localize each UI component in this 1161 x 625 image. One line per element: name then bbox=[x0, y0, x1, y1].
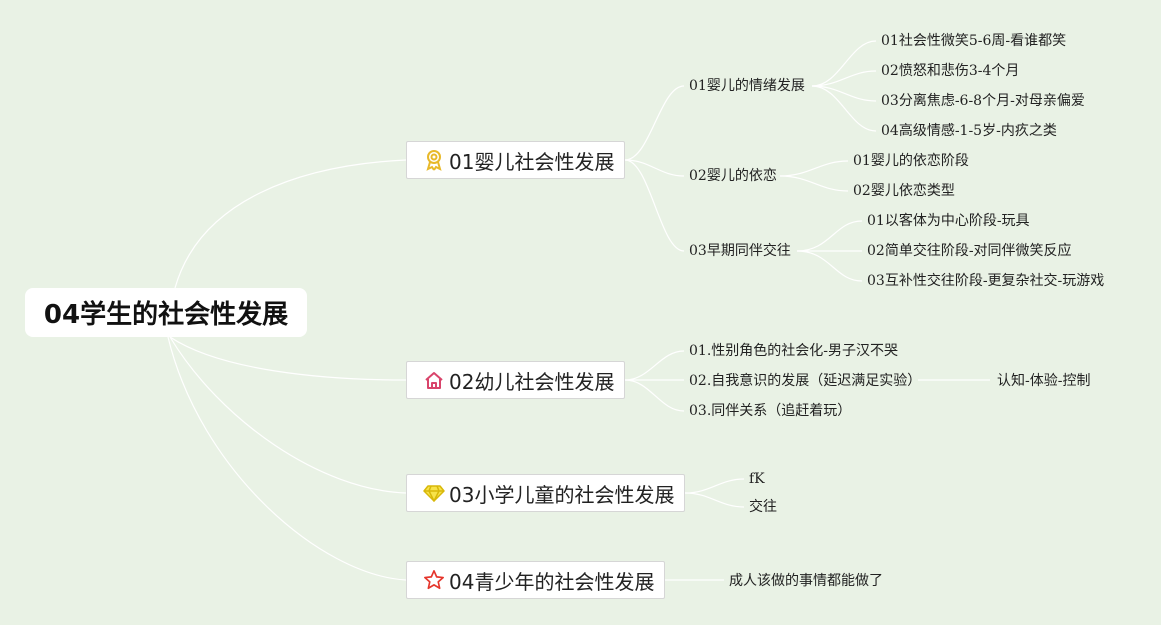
branch-adolescent-social-development[interactable]: 04青少年的社会性发展 bbox=[406, 561, 665, 599]
branch-label: 03小学儿童的社会性发展 bbox=[449, 482, 675, 507]
leaf-topic[interactable]: 04高级情感-1-5岁-内疚之类 bbox=[881, 123, 1057, 139]
leaf-topic[interactable]: 认知-体验-控制 bbox=[997, 373, 1091, 389]
branch-infant-social-development[interactable]: 01婴儿社会性发展 bbox=[406, 141, 625, 179]
subtopic-early-peer-interaction[interactable]: 03早期同伴交往 bbox=[689, 243, 791, 259]
subtopic-adult-tasks[interactable]: 成人该做的事情都能做了 bbox=[729, 573, 883, 589]
leaf-topic[interactable]: 01以客体为中心阶段-玩具 bbox=[867, 213, 1030, 229]
branch-label: 02幼儿社会性发展 bbox=[449, 369, 615, 394]
leaf-topic[interactable]: 01婴儿的依恋阶段 bbox=[853, 153, 969, 169]
subtopic-peer-relationship[interactable]: 03.同伴关系（追赶着玩） bbox=[689, 403, 852, 419]
leaf-topic[interactable]: 03互补性交往阶段-更复杂社交-玩游戏 bbox=[867, 273, 1105, 289]
subtopic-fk[interactable]: fK bbox=[749, 471, 765, 487]
subtopic-self-awareness[interactable]: 02.自我意识的发展（延迟满足实验） bbox=[689, 373, 922, 389]
diamond-icon bbox=[423, 482, 445, 504]
branch-label: 04青少年的社会性发展 bbox=[449, 569, 655, 594]
award-ribbon-icon bbox=[423, 149, 445, 171]
root-topic[interactable]: 04学生的社会性发展 bbox=[25, 288, 307, 337]
subtopic-gender-role[interactable]: 01.性别角色的社会化-男子汉不哭 bbox=[689, 343, 898, 359]
leaf-topic[interactable]: 02婴儿依恋类型 bbox=[853, 183, 955, 199]
leaf-topic[interactable]: 03分离焦虑-6-8个月-对母亲偏爱 bbox=[881, 93, 1085, 109]
subtopic-infant-attachment[interactable]: 02婴儿的依恋 bbox=[689, 168, 777, 184]
branch-label: 01婴儿社会性发展 bbox=[449, 149, 615, 174]
leaf-topic[interactable]: 02简单交往阶段-对同伴微笑反应 bbox=[867, 243, 1072, 259]
star-icon bbox=[423, 569, 445, 591]
house-icon bbox=[423, 369, 445, 391]
branch-primary-school-social-development[interactable]: 03小学儿童的社会性发展 bbox=[406, 474, 685, 512]
leaf-topic[interactable]: 02愤怒和悲伤3-4个月 bbox=[881, 63, 1020, 79]
subtopic-infant-emotion[interactable]: 01婴儿的情绪发展 bbox=[689, 78, 805, 94]
leaf-topic[interactable]: 01社会性微笑5-6周-看谁都笑 bbox=[881, 33, 1067, 49]
branch-toddler-social-development[interactable]: 02幼儿社会性发展 bbox=[406, 361, 625, 399]
subtopic-interaction[interactable]: 交往 bbox=[749, 499, 777, 515]
